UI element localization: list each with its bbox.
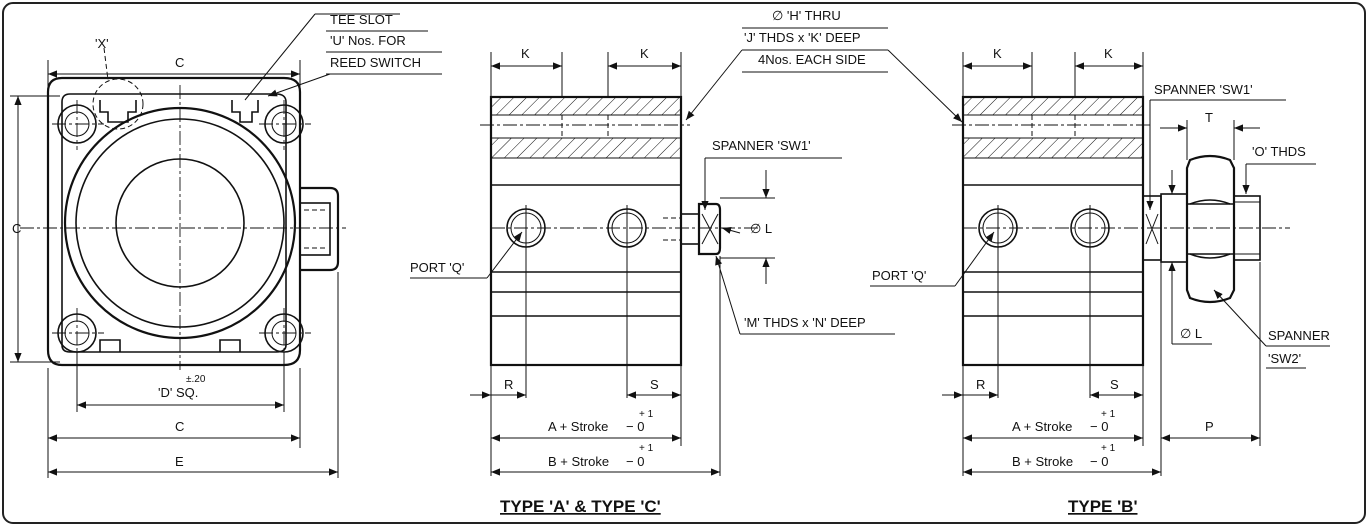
side-view-type-ac: K K ∅ 'H' THRU 'J' THDS x 'K' DEEP 4Nos.… [410, 8, 963, 516]
dim-c-bottom: C [175, 419, 184, 434]
b-stroke-a: B + Stroke [548, 454, 609, 469]
svg-text:+ 1: + 1 [639, 443, 654, 454]
dim-d-sq: 'D' SQ. [158, 385, 198, 400]
port-q-a: PORT 'Q' [410, 260, 464, 275]
corner-holes [52, 100, 311, 358]
dim-s-a: S [650, 377, 659, 392]
title-type-ac: TYPE 'A' & TYPE 'C' [500, 497, 661, 516]
port-q-b: PORT 'Q' [872, 268, 926, 283]
b-stroke-b: B + Stroke [1012, 454, 1073, 469]
dim-e: E [175, 454, 184, 469]
dim-k-2: K [640, 46, 649, 61]
tee-slot-text-2: 'U' Nos. FOR [330, 33, 406, 48]
detail-x-circle [92, 78, 144, 130]
spanner-sw1-b: SPANNER 'SW1' [1154, 82, 1253, 97]
hex-nut [1185, 154, 1236, 304]
a-stroke-a: A + Stroke [548, 419, 608, 434]
detail-x-label: 'X' [95, 36, 109, 51]
o-thds-text: 'O' THDS [1252, 144, 1306, 159]
sheet-border [2, 2, 1366, 524]
dim-r-b: R [976, 377, 985, 392]
svg-text:− 0: − 0 [1090, 454, 1108, 469]
dim-d-tol: ±.20 [186, 374, 206, 385]
svg-text:+ 1: + 1 [1101, 443, 1116, 454]
tee-slot-text-1: TEE SLOT [330, 12, 393, 27]
title-type-b: TYPE 'B' [1068, 497, 1138, 516]
sw2-text: 'SW2' [1268, 351, 1301, 366]
a-stroke-b: A + Stroke [1012, 419, 1072, 434]
dim-c-top: C [175, 55, 184, 70]
svg-text:− 0: − 0 [626, 454, 644, 469]
svg-text:+ 1: + 1 [639, 409, 654, 420]
dim-s-b: S [1110, 377, 1119, 392]
svg-text:− 0: − 0 [1090, 419, 1108, 434]
svg-text:− 0: − 0 [626, 419, 644, 434]
spanner-sw1-a: SPANNER 'SW1' [712, 138, 811, 153]
dim-k-1: K [521, 46, 530, 61]
m-thds-text: 'M' THDS x 'N' DEEP [744, 315, 866, 330]
side-view-type-b: K K SPANNER 'SW1' T 'O' THDS ∅ L SPANNER… [870, 46, 1330, 516]
dim-r-a: R [504, 377, 513, 392]
dim-p: P [1205, 419, 1214, 434]
phi-l-a: ∅ L [750, 221, 772, 236]
svg-text:+ 1: + 1 [1101, 409, 1116, 420]
tee-slot-text-3: REED SWITCH [330, 55, 421, 70]
spanner-text: SPANNER [1268, 328, 1330, 343]
front-view: 'X' C C ±.20 'D' SQ. C E [10, 12, 442, 478]
dim-c-side: C [12, 221, 21, 236]
dim-k-4: K [1104, 46, 1113, 61]
h-thru-text: ∅ 'H' THRU [772, 8, 841, 23]
dim-k-3: K [993, 46, 1002, 61]
j-thds-text: 'J' THDS x 'K' DEEP [744, 30, 861, 45]
four-nos-text: 4Nos. EACH SIDE [758, 52, 866, 67]
phi-l-b: ∅ L [1180, 326, 1202, 341]
dim-t: T [1205, 110, 1213, 125]
